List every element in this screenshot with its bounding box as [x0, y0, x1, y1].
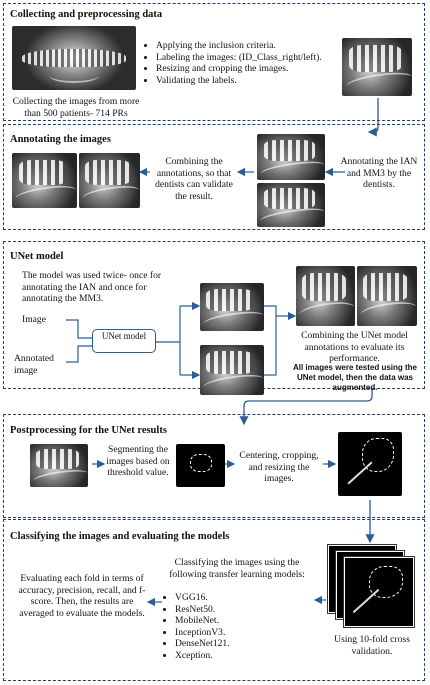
unet-image-label: Image	[22, 314, 46, 325]
model-resnet50: ResNet50.	[175, 604, 284, 616]
ian-annotation-image	[257, 134, 325, 180]
post-title: Postprocessing for the UNet results	[10, 425, 167, 436]
post-centered-image	[338, 432, 402, 496]
line-image-to-model	[66, 319, 92, 339]
combined-annotation-image-right	[79, 153, 140, 208]
unet-intro: The model was used twice- once for annot…	[22, 270, 162, 305]
model-vgg16: VGG16.	[175, 592, 284, 604]
unet-combine-text: Combining the UNet model annotations to …	[301, 330, 408, 365]
centered-nerve-line	[347, 461, 373, 485]
classify-models-intro: Classifying the images using the followi…	[169, 557, 305, 580]
panel-postprocessing	[3, 414, 425, 518]
model-xception: Xception.	[175, 650, 284, 662]
collect-bullet-2: Labeling the images: (ID_Class_right/lef…	[156, 52, 350, 64]
unet-note: All images were tested using the UNet mo…	[292, 363, 418, 392]
post-segment-text: Segmenting the images based on threshold…	[106, 444, 170, 479]
classify-title: Classifying the images and evaluating th…	[10, 531, 230, 542]
annotate-combine-text: Combining the annotations, so that denti…	[155, 156, 233, 202]
classify-evaluate-text: Evaluating each fold in terms of accurac…	[18, 573, 146, 619]
annotate-title: Annotating the images	[10, 134, 111, 145]
panel-collecting	[3, 3, 425, 121]
model-mobilenet: MobileNet.	[175, 615, 284, 627]
centered-outline	[362, 438, 394, 472]
post-center-text: Centering, cropping, and resizing the im…	[239, 450, 319, 485]
panel-classifying	[3, 519, 425, 681]
fold-outline	[369, 566, 403, 598]
collect-bullet-1: Applying the inclusion criteria.	[156, 40, 350, 52]
model-inceptionv3: InceptionV3.	[175, 627, 284, 639]
arrow-collect-to-annotate	[367, 98, 379, 137]
line-annotated-to-model	[66, 345, 92, 363]
collect-caption: Collecting the images from more than 500…	[12, 96, 140, 119]
unet-mm3-result-image	[200, 345, 264, 395]
cropped-xray-image	[342, 38, 412, 96]
unet-model-box: UNet model	[92, 329, 156, 353]
collect-bullet-4: Validating the labels.	[156, 75, 350, 87]
classify-models-list: VGG16. ResNet50. MobileNet. InceptionV3.…	[164, 592, 284, 662]
fold-image-front	[344, 557, 414, 627]
unet-annotated-label: Annotated image	[14, 353, 54, 376]
mm3-annotation-image	[257, 183, 325, 227]
collect-bullet-3: Resizing and cropping the images.	[156, 63, 350, 75]
combined-annotation-image-left	[12, 153, 77, 208]
panoramic-xray-image	[12, 26, 136, 90]
panel-annotating	[3, 124, 425, 230]
line-results-join	[264, 305, 277, 376]
model-densenet121: DenseNet121.	[175, 638, 284, 650]
unet-title: UNet model	[10, 251, 64, 262]
collect-title: Collecting and preprocessing data	[10, 9, 163, 20]
fold-nerve-line	[352, 588, 380, 614]
classify-cv-text: Using 10-fold cross validation.	[334, 634, 410, 657]
segment-outline	[190, 454, 212, 472]
arrow-unet-to-post	[239, 388, 373, 426]
unet-combined-image-right	[357, 266, 417, 326]
unet-combined-image-left	[296, 266, 355, 326]
post-segmented-image	[176, 444, 225, 487]
collect-bullets: Applying the inclusion criteria. Labelin…	[145, 40, 350, 86]
unet-ian-result-image	[200, 283, 264, 331]
post-input-image	[30, 444, 88, 487]
annotate-dentist-text: Annotating the IAN and MM3 by the dentis…	[340, 156, 418, 191]
